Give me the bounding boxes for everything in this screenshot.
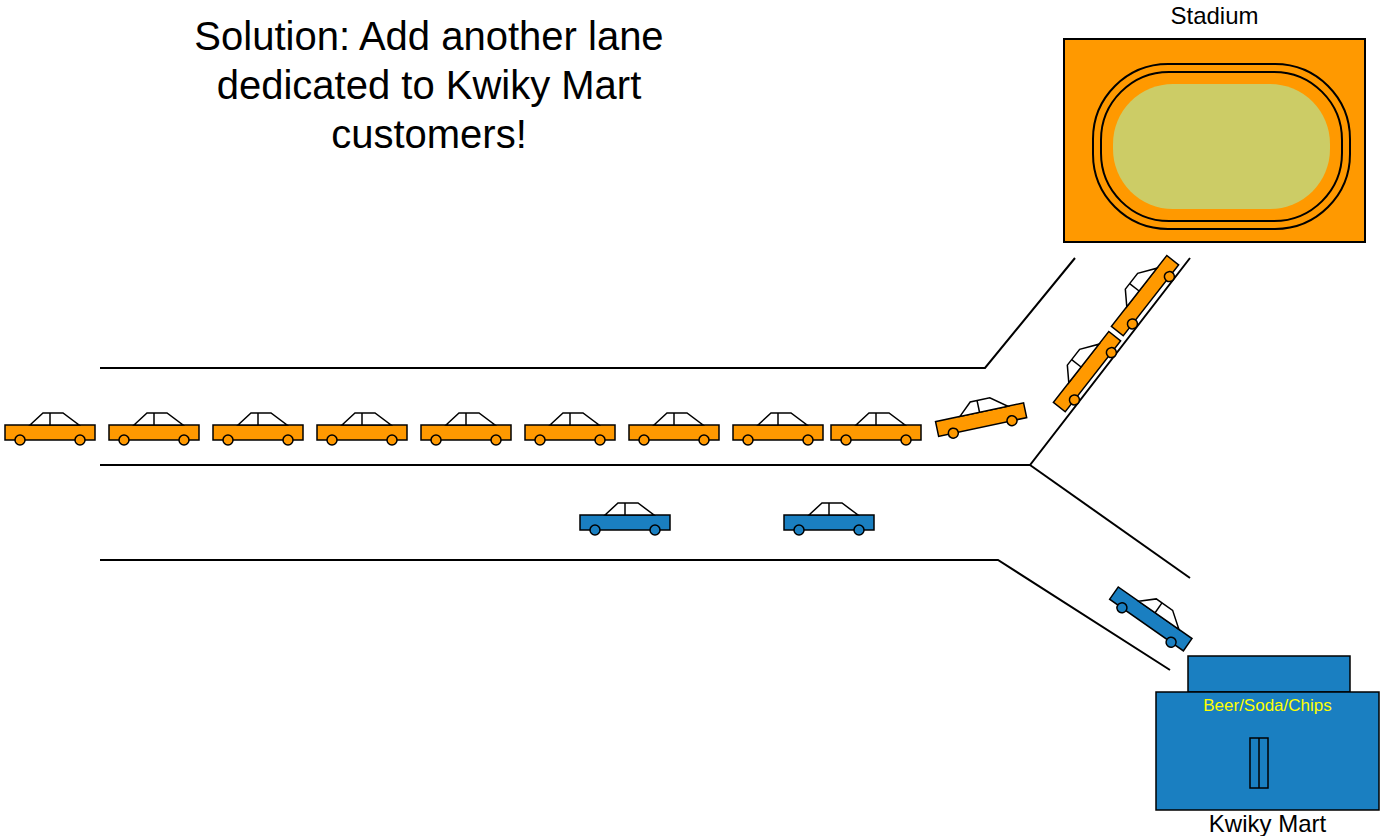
stadium-outline	[1064, 39, 1365, 242]
node-shape	[1155, 650, 1380, 810]
kwiky-lane-cars	[580, 503, 1199, 655]
store-body	[1156, 692, 1379, 810]
stadium-node: Stadium	[1063, 38, 1366, 243]
heading-text: Solution: Add another lane dedicated to …	[129, 12, 729, 159]
field	[1113, 84, 1330, 209]
store-door	[1250, 738, 1268, 788]
stadium-queue	[5, 248, 1183, 445]
stadium-label: Stadium	[1043, 2, 1383, 30]
store-label: Kwiky Mart	[1135, 812, 1383, 836]
store-sign-text: Beer/Soda/Chips	[1155, 696, 1380, 716]
track-outer	[1093, 64, 1350, 229]
track-line	[1101, 72, 1342, 221]
store-node: Beer/Soda/ChipsKwiky Mart	[1155, 650, 1380, 810]
node-shape	[1063, 38, 1366, 243]
road-edges	[100, 258, 1190, 670]
door-split	[1258, 738, 1260, 788]
store-sign	[1188, 656, 1350, 692]
